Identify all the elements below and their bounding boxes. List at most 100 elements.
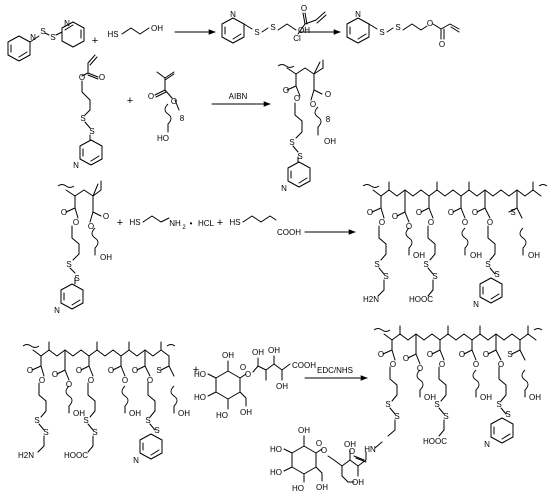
label: O xyxy=(349,447,355,456)
label: S xyxy=(374,260,379,269)
label: O xyxy=(88,376,94,385)
label: O xyxy=(99,73,105,82)
label: Cl xyxy=(293,34,301,43)
label: N xyxy=(64,19,70,28)
label: O xyxy=(88,222,94,231)
label: COOH xyxy=(292,361,316,370)
label: HO xyxy=(216,411,228,420)
mercaptoethanol: HS OH xyxy=(107,24,163,39)
label: HS xyxy=(229,218,240,227)
label: S xyxy=(379,28,384,37)
label: S xyxy=(385,400,390,409)
label: O xyxy=(283,86,289,95)
label: S xyxy=(297,152,302,161)
label: N xyxy=(133,456,139,465)
label: S xyxy=(80,114,85,123)
label: O xyxy=(301,4,307,13)
label: OH xyxy=(528,251,540,260)
label: O xyxy=(148,92,154,101)
label: HO xyxy=(292,484,304,493)
label: O xyxy=(52,370,58,379)
label: OH xyxy=(276,382,288,391)
label: NH xyxy=(169,219,181,228)
label: S xyxy=(423,260,428,269)
label: O xyxy=(439,360,445,369)
hydroxyethyl-pyridyl-disulfide: N S S OH xyxy=(221,10,310,44)
label: N xyxy=(54,306,60,315)
label: OH xyxy=(424,393,436,402)
label: HOOC xyxy=(409,295,433,304)
lactobionic-acid: OH OH OH OH HO HO HO OH O O COOH xyxy=(194,346,316,420)
label: O xyxy=(76,366,82,375)
label: O xyxy=(108,366,114,375)
label: OH xyxy=(178,409,190,418)
label: S xyxy=(432,272,437,281)
label: OH xyxy=(268,346,280,355)
label: N xyxy=(484,440,490,449)
label: S xyxy=(494,270,499,279)
label: S xyxy=(40,27,45,36)
label: O xyxy=(487,218,493,227)
plus-sign: + xyxy=(193,364,199,376)
mercaptopropionic-acid: HS COOH xyxy=(229,215,301,237)
label: 2 xyxy=(182,225,186,231)
acryloyl-chloride: O Cl xyxy=(293,4,327,43)
label: S xyxy=(395,23,400,32)
label: S xyxy=(154,426,159,435)
label: H2N xyxy=(363,295,379,304)
label: 8 xyxy=(326,115,331,124)
label: OH xyxy=(100,253,112,262)
label: HS xyxy=(129,218,140,227)
cysteamine-hcl: HS NH 2 • HCL xyxy=(129,215,215,231)
label: OH xyxy=(480,393,492,402)
label: • xyxy=(190,219,193,228)
label: O xyxy=(310,100,316,109)
label: S xyxy=(510,208,515,217)
label: OH xyxy=(73,409,85,418)
reaction-condition: AIBN xyxy=(229,92,248,101)
label: O xyxy=(132,366,138,375)
reaction-1: N S S N + HS OH N S S OH xyxy=(7,4,460,62)
plus-sign: + xyxy=(217,217,223,229)
label: OH xyxy=(344,440,356,449)
label: O xyxy=(325,90,331,99)
label: O xyxy=(439,40,445,49)
label: OH xyxy=(352,478,364,487)
label: O xyxy=(66,380,72,389)
plus-sign: + xyxy=(117,217,123,229)
label: O xyxy=(240,363,246,372)
label: S xyxy=(254,28,259,37)
label: S xyxy=(505,410,510,419)
label: S xyxy=(34,416,39,425)
label: O xyxy=(316,439,322,448)
label: S xyxy=(383,272,388,281)
label: O xyxy=(73,218,79,227)
label: O xyxy=(427,19,433,28)
label: OH xyxy=(298,26,310,35)
label: HS xyxy=(107,30,118,39)
label: N xyxy=(281,184,287,193)
label: O xyxy=(147,376,153,385)
label: O xyxy=(459,350,465,359)
label: OH xyxy=(529,393,541,402)
label: O xyxy=(392,212,398,221)
plus-sign: + xyxy=(127,95,133,107)
label: O xyxy=(472,208,478,217)
monomer-pegma: O O 8 HO xyxy=(148,71,185,143)
label: OH xyxy=(240,408,252,417)
label: OH xyxy=(413,251,425,260)
label: OH xyxy=(316,483,328,492)
label: HO xyxy=(157,134,169,143)
label: O xyxy=(416,208,422,217)
plus-sign: + xyxy=(92,35,98,47)
reaction-3: O O O O S S OH N + HS NH 2 • HCL + HS CO… xyxy=(54,180,548,315)
label: HOOC xyxy=(64,451,88,460)
label: S xyxy=(74,274,79,283)
reaction-4: O O O O O O O O O O S S S S S S S OH OH … xyxy=(18,325,543,493)
label: N xyxy=(473,300,479,309)
label: 8 xyxy=(180,114,185,123)
label: O xyxy=(367,208,373,217)
label: O xyxy=(39,376,45,385)
